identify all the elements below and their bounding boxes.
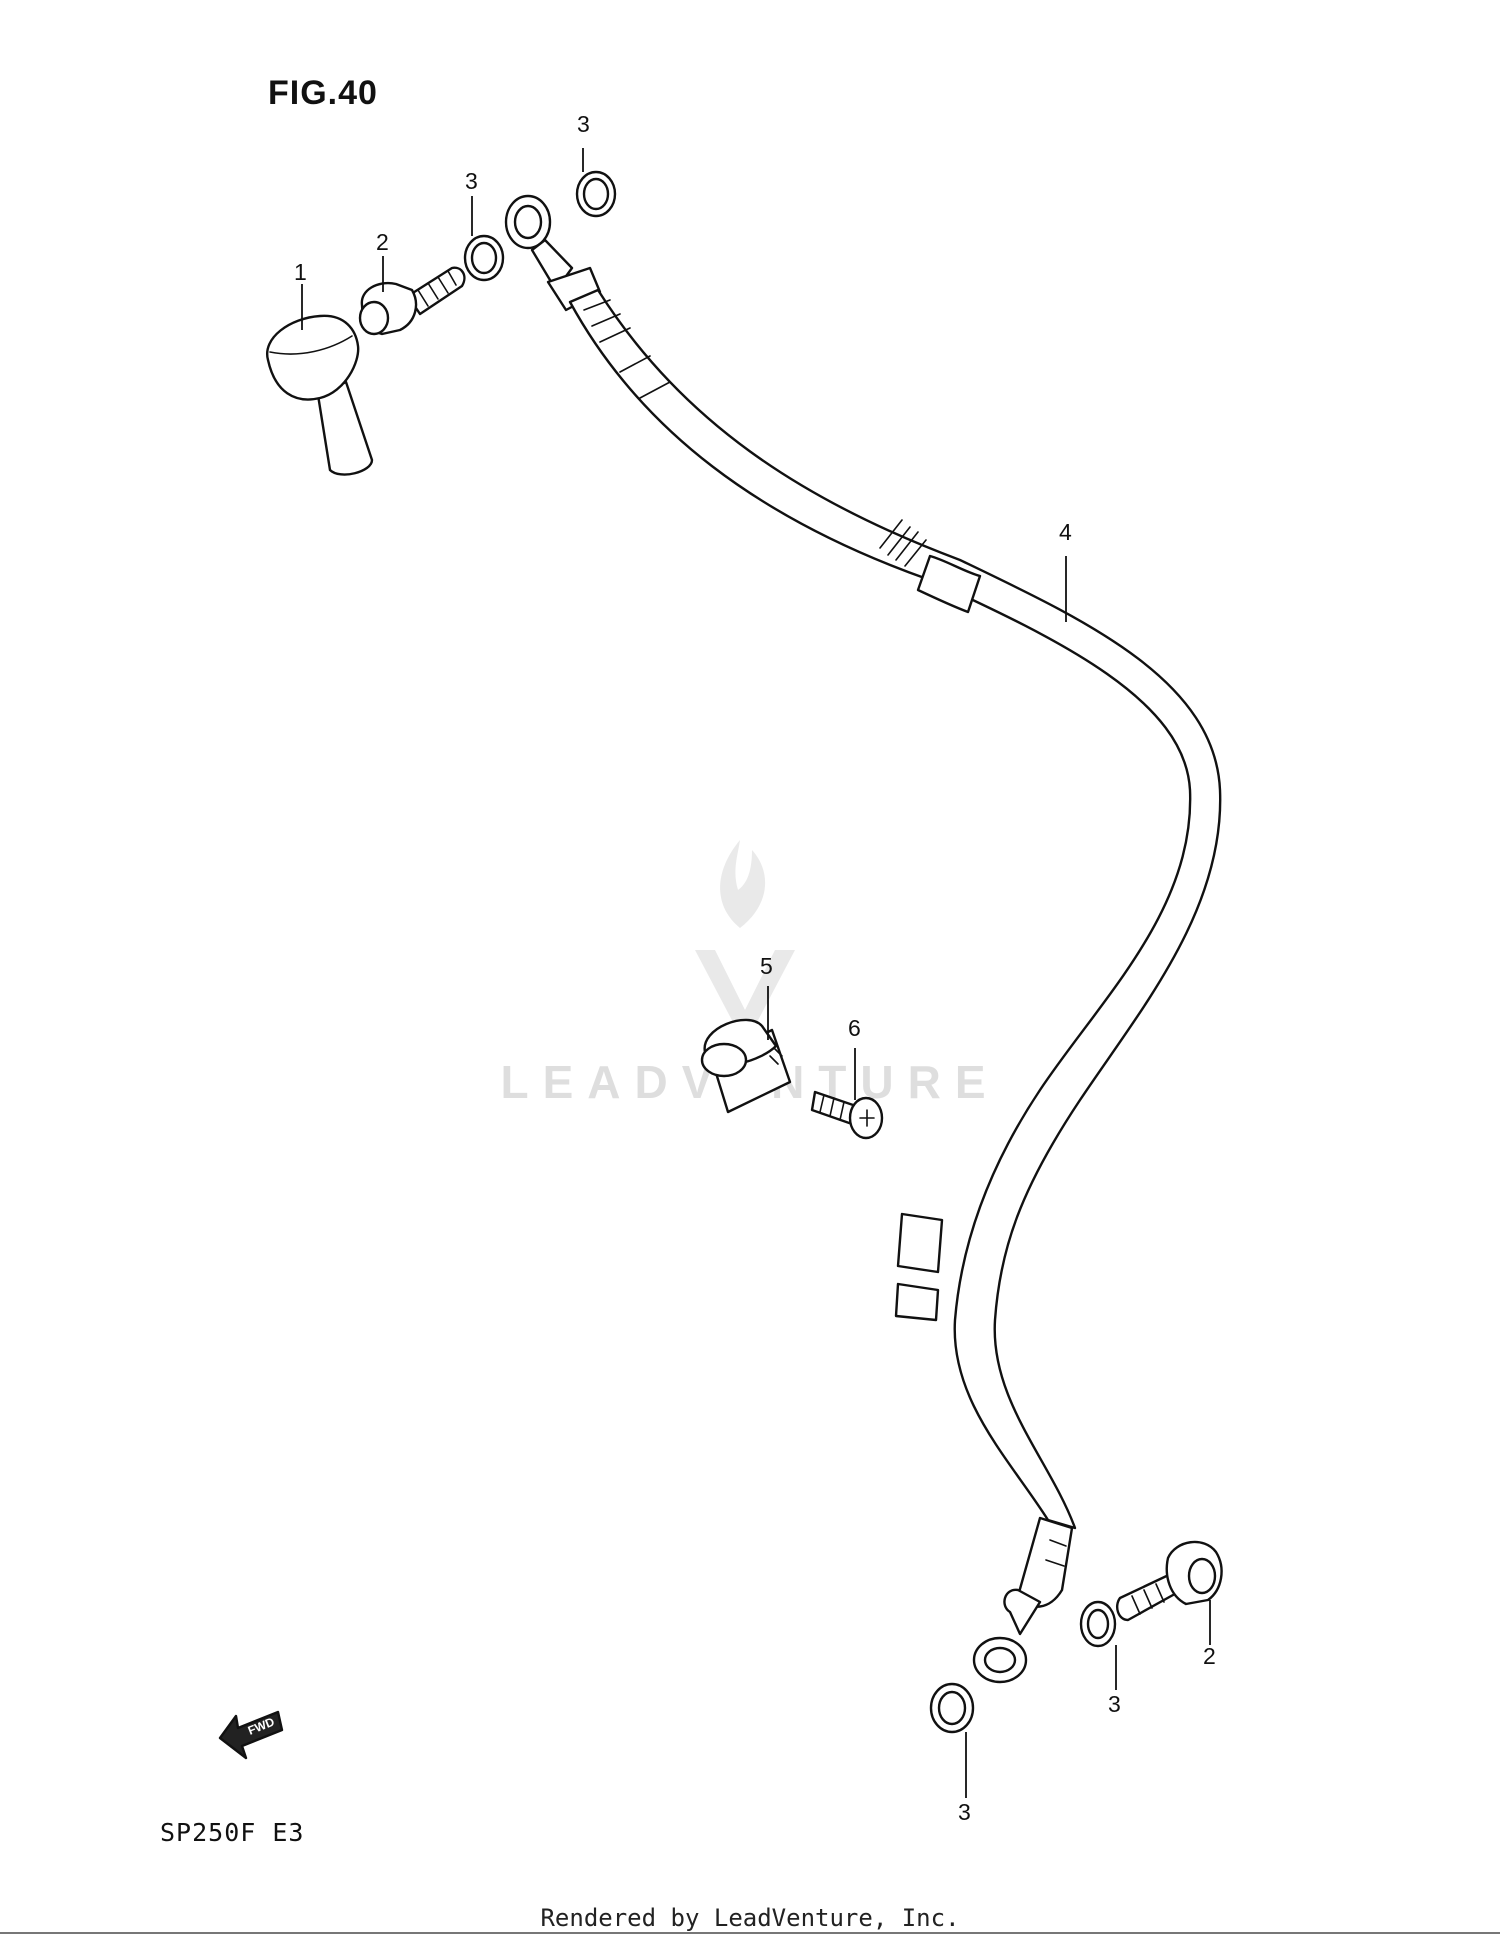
callout-3-bottom-a: 3: [1108, 1691, 1121, 1717]
callout-1: 1: [294, 259, 307, 285]
callout-3-bottom-b: 3: [958, 1799, 971, 1825]
callout-2-bottom: 2: [1203, 1643, 1216, 1669]
callout-6: 6: [848, 1015, 861, 1041]
footer-credit: Rendered by LeadVenture, Inc.: [540, 1904, 960, 1932]
callout-4: 4: [1059, 519, 1072, 545]
callout-3-top-b: 3: [577, 111, 590, 137]
part-3-washer-top-left: [463, 234, 505, 282]
part-3-washer-top-right: [575, 170, 617, 218]
model-code: SP250F E3: [160, 1818, 305, 1847]
figure-title: FIG.40: [268, 74, 378, 112]
part-4-brake-hose: [504, 194, 1222, 1684]
leader-lines: [301, 148, 1211, 1798]
part-2-union-bolt-top: [358, 266, 466, 336]
part-6-screw: [810, 1090, 884, 1140]
part-5-hose-clamp: [700, 1018, 792, 1114]
callout-2-top: 2: [376, 229, 389, 255]
part-2-union-bolt-bottom: [1116, 1540, 1223, 1622]
part-1-rubber-cap: [265, 314, 374, 476]
fwd-arrow-icon: FWD: [218, 1710, 284, 1760]
part-3-washer-bottom-left: [929, 1682, 975, 1734]
callout-5: 5: [760, 953, 773, 979]
watermark-logo: [695, 840, 795, 1045]
callout-3-top-a: 3: [465, 168, 478, 194]
part-3-washer-bottom-right: [1079, 1600, 1117, 1648]
footer-divider: [0, 1932, 1500, 1934]
